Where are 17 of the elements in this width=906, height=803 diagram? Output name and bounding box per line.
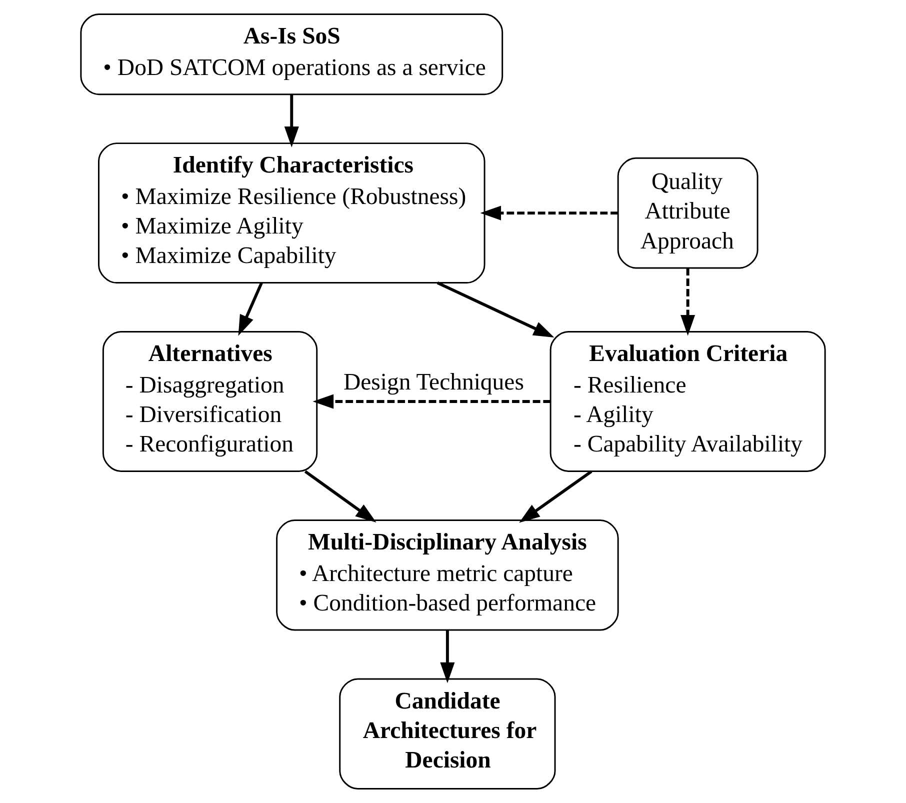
arrow: [304, 470, 376, 523]
node-box: Identify Characteristics • Maximize Resilience (Robustness) • Maximize Agility • Maximize Capability: [98, 142, 486, 284]
arrow: [436, 281, 554, 338]
arrow: [312, 394, 550, 409]
arrow: [680, 268, 696, 336]
node-box: Candidate Architectures for Decision: [339, 678, 556, 790]
node-box: Quality Attribute Approach: [617, 157, 758, 269]
node-box: Alternatives - Disaggregation - Diversification - Reconfiguration: [102, 331, 318, 472]
edge-label: Design Techniques: [343, 369, 524, 396]
arrow: [480, 206, 618, 220]
arrow: [238, 282, 263, 336]
arrow: [440, 630, 455, 684]
arrow: [519, 470, 592, 523]
node-box: Multi-Disciplinary Analysis • Architecture metric capture • Condition-based performance: [276, 519, 619, 631]
node-box: Evaluation Criteria - Resilience - Agility - Capability Availability: [550, 331, 826, 472]
node-box: As-Is SoS • DoD SATCOM operations as a service: [80, 13, 504, 96]
arrow: [284, 94, 299, 148]
